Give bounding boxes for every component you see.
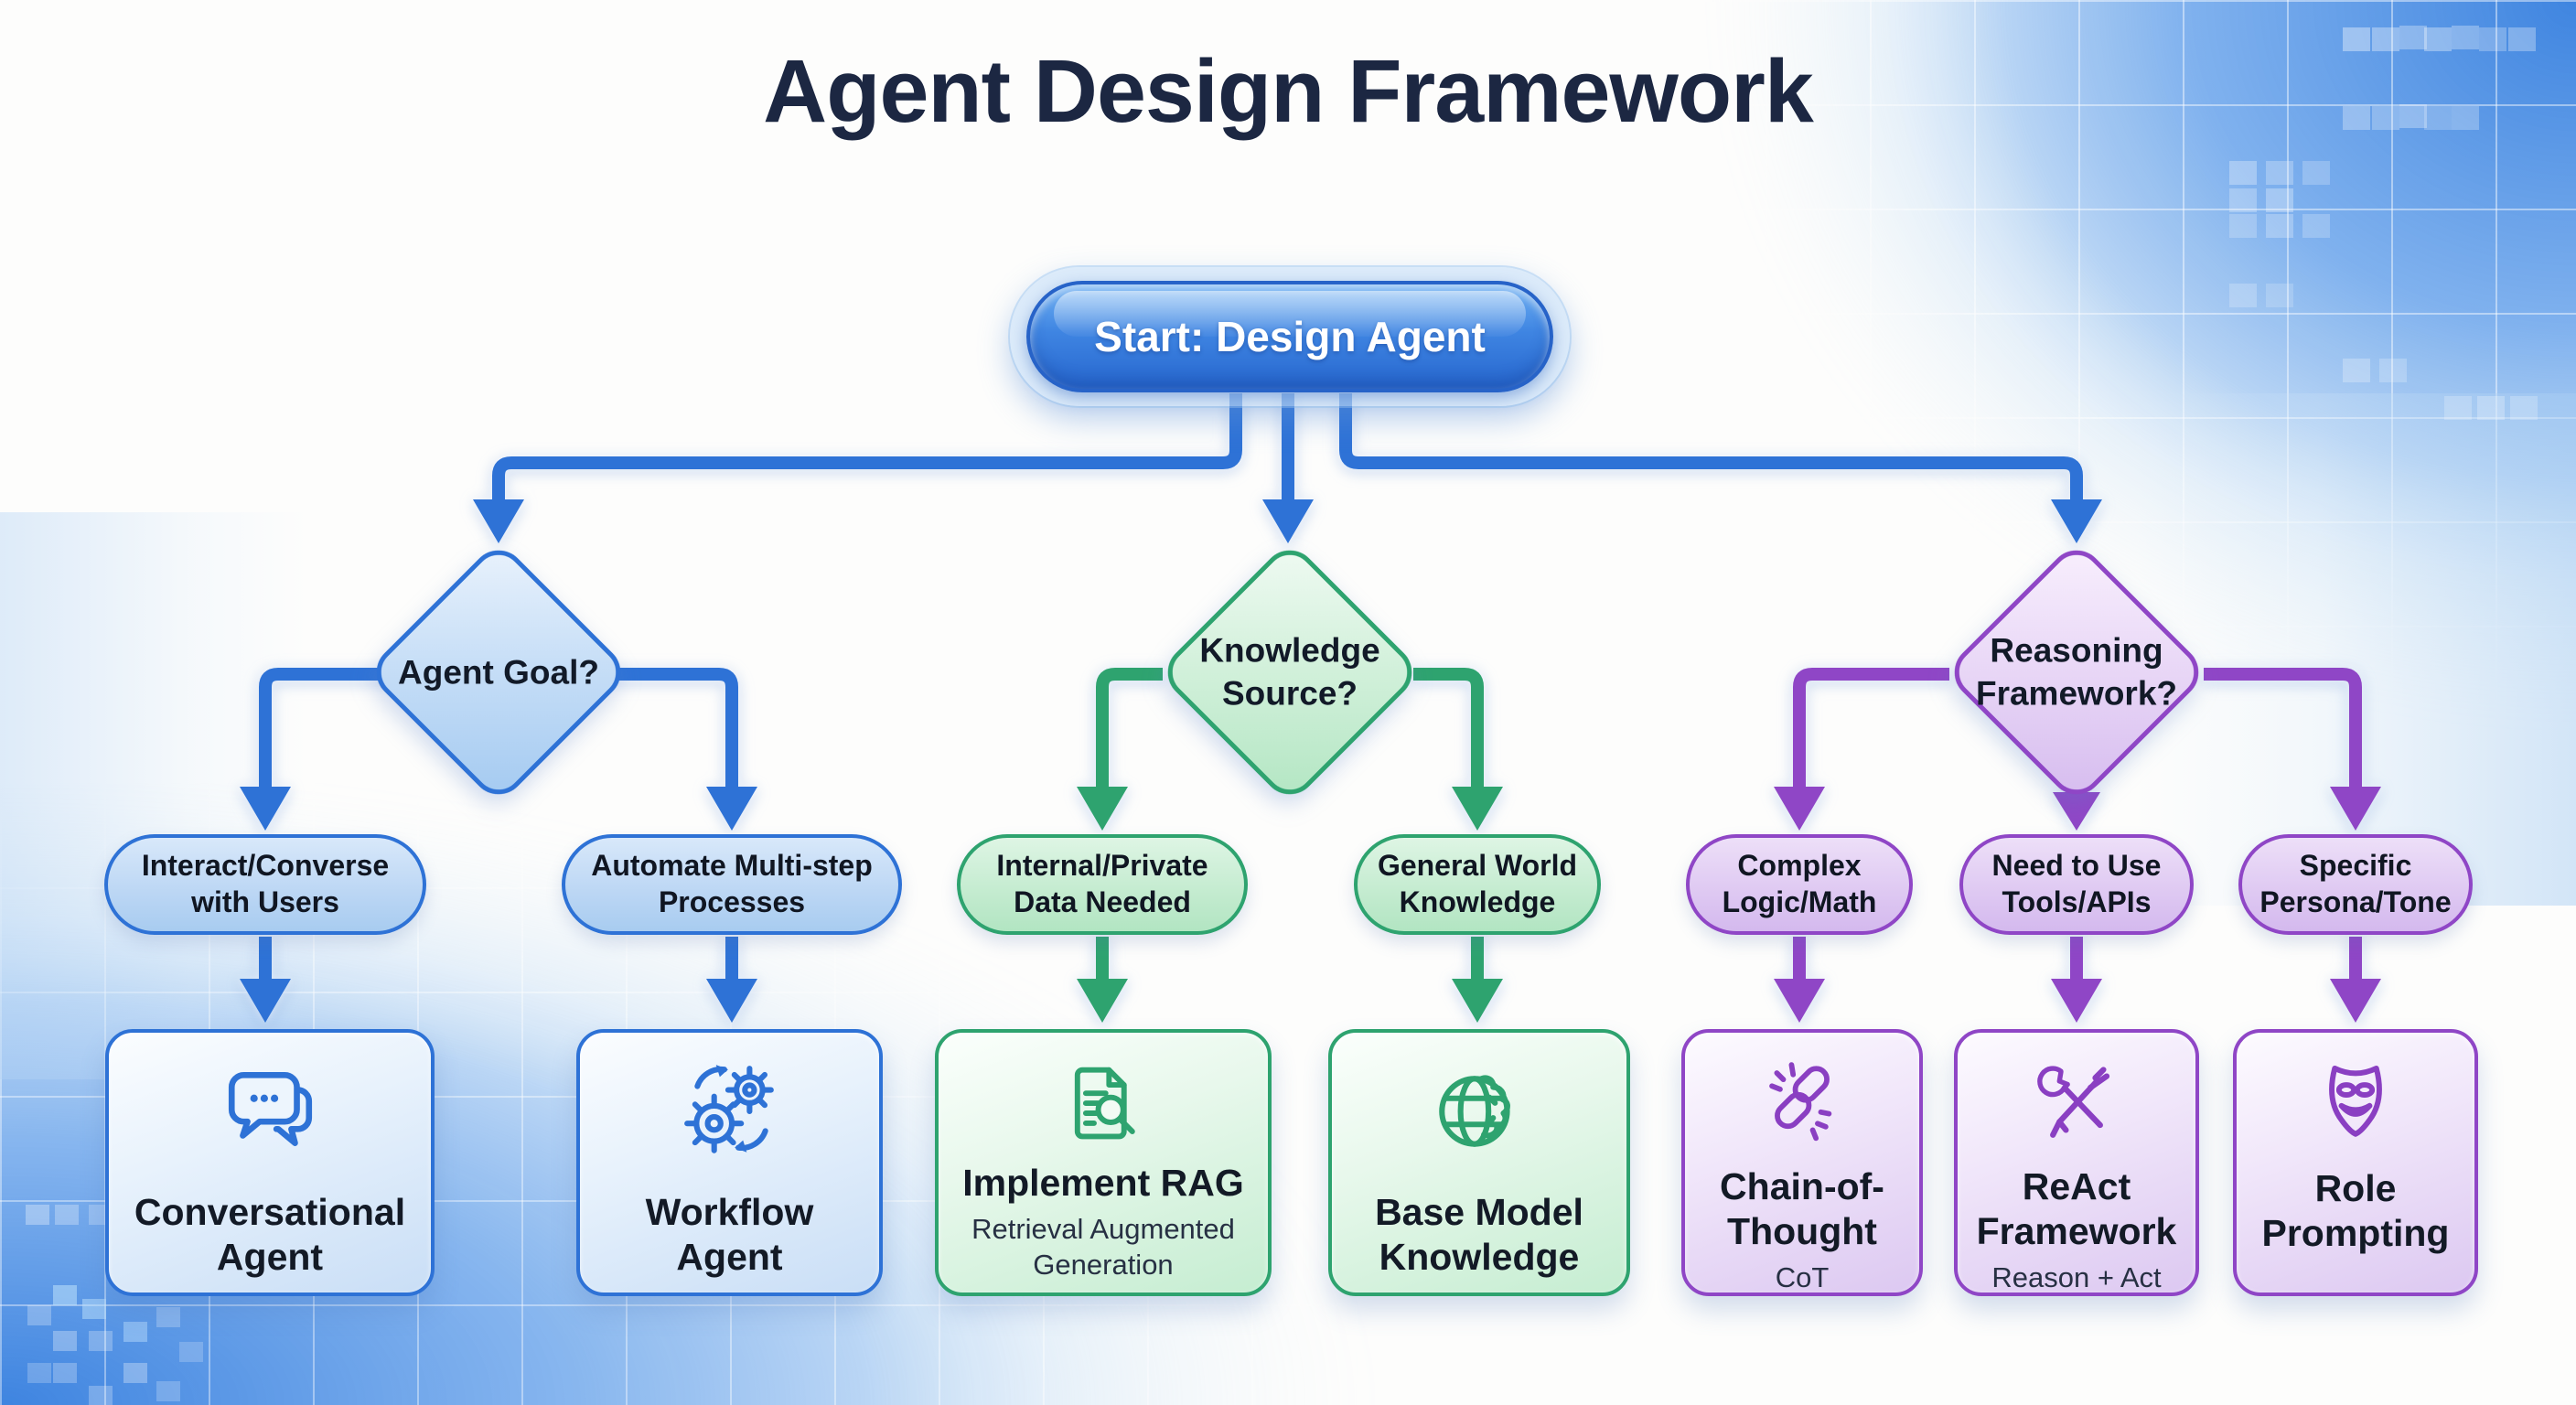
result-title: Base Model Knowledge <box>1375 1191 1583 1279</box>
result-title: Workflow Agent <box>645 1191 814 1279</box>
condition-pill-tools-apis: Need to Use Tools/APIs <box>1959 834 2194 935</box>
broken-chain-icon <box>1757 1058 1847 1148</box>
condition-pill-interact-converse: Interact/Converse with Users <box>104 834 426 935</box>
globe-brain-icon <box>1428 1058 1530 1164</box>
gears-icon <box>679 1058 781 1164</box>
condition-pill-internal-data: Internal/Private Data Needed <box>957 834 1248 935</box>
result-box-role-prompting: Role Prompting <box>2233 1029 2478 1296</box>
result-box-implement-rag: Implement RAG Retrieval Augmented Genera… <box>935 1029 1272 1296</box>
result-title: ReAct Framework <box>1976 1165 2177 1253</box>
decision-label-agent-goal: Agent Goal? <box>398 653 599 692</box>
document-search-icon <box>1057 1058 1149 1150</box>
result-box-workflow-agent: Workflow Agent <box>576 1029 883 1296</box>
result-subtitle: CoT <box>1775 1261 1830 1294</box>
start-node: Start: Design Agent <box>1010 267 1570 406</box>
start-node-pill: Start: Design Agent <box>1026 281 1553 392</box>
result-title: Chain-of-Thought <box>1720 1165 1884 1253</box>
condition-pill-general-knowledge: General World Knowledge <box>1354 834 1601 935</box>
result-box-conversational-agent: Conversational Agent <box>105 1029 435 1296</box>
condition-pill-persona-tone: Specific Persona/Tone <box>2238 834 2473 935</box>
condition-pill-complex-logic: Complex Logic/Math <box>1686 834 1913 935</box>
result-title: Conversational Agent <box>134 1191 406 1279</box>
decision-label-knowledge-source: Knowledge Source? <box>1199 631 1380 713</box>
start-node-label: Start: Design Agent <box>1094 313 1486 360</box>
tools-icon <box>2032 1058 2121 1148</box>
chat-bubbles-icon <box>219 1058 321 1164</box>
result-title: Implement RAG <box>962 1162 1244 1204</box>
condition-pill-automate-processes: Automate Multi-step Processes <box>562 834 902 935</box>
result-subtitle: Reason + Act <box>1991 1261 2162 1294</box>
theater-mask-icon <box>2310 1058 2401 1150</box>
result-box-base-model-knowledge: Base Model Knowledge <box>1328 1029 1630 1296</box>
decision-label-reasoning-framework: Reasoning Framework? <box>1975 631 2177 713</box>
result-title: Role Prompting <box>2261 1167 2450 1255</box>
page-title: Agent Design Framework <box>763 41 1814 141</box>
result-box-react-framework: ReAct Framework Reason + Act <box>1954 1029 2199 1296</box>
result-box-chain-of-thought: Chain-of-Thought CoT <box>1681 1029 1923 1296</box>
result-subtitle: Retrieval Augmented Generation <box>971 1213 1235 1281</box>
